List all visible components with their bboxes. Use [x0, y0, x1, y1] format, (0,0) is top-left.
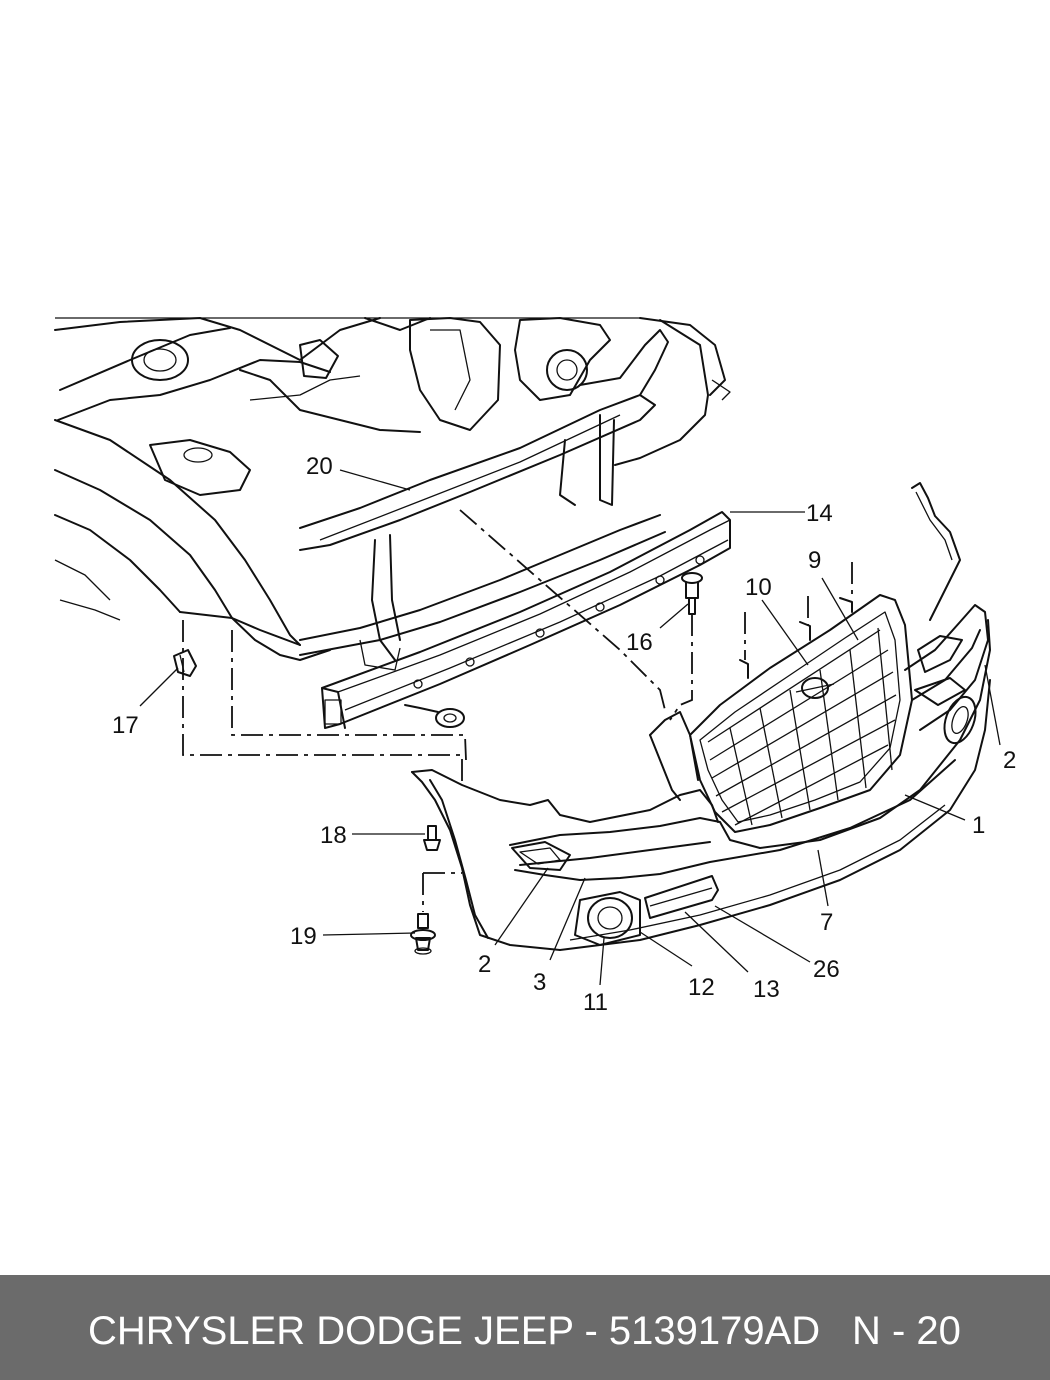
- assembly-lines: [182, 509, 853, 912]
- callout-19: 19: [290, 923, 317, 950]
- fasteners: [173, 572, 703, 955]
- leader-lines: [139, 469, 1001, 986]
- clip-17: [173, 649, 197, 677]
- body-structure: [54, 317, 731, 671]
- callout-20: 20: [306, 453, 333, 480]
- grille: [689, 594, 913, 833]
- callout-1: 1: [972, 812, 985, 839]
- callout-2-left: 2: [478, 951, 491, 978]
- push-pin-16: [681, 572, 703, 615]
- screw-18: [423, 825, 441, 851]
- callout-labels: 20 14 9 10 16 17 2 1 18 7 19 2 26 3 12 1…: [112, 453, 1016, 1016]
- page-reference: N - 20: [852, 1309, 961, 1353]
- callout-3: 3: [533, 969, 546, 996]
- callout-2-right: 2: [1003, 747, 1016, 774]
- part-number-caption: CHRYSLER DODGE JEEP - 5139179AD: [88, 1309, 821, 1353]
- callout-13: 13: [753, 976, 780, 1003]
- footer-bar: CHRYSLER DODGE JEEP - 5139179AD N - 20: [0, 1275, 1050, 1380]
- callout-18: 18: [320, 822, 347, 849]
- callout-17: 17: [112, 712, 139, 739]
- callout-26: 26: [813, 956, 840, 983]
- parts-diagram: 20 14 9 10 16 17 2 1 18 7 19 2 26 3 12 1…: [54, 317, 1016, 1016]
- callout-14: 14: [806, 500, 833, 527]
- callout-12: 12: [688, 974, 715, 1001]
- reinforcement-beam: [321, 511, 731, 729]
- callout-11: 11: [583, 989, 608, 1016]
- callout-7: 7: [820, 909, 833, 936]
- callout-9: 9: [808, 547, 821, 574]
- callout-10: 10: [745, 574, 772, 601]
- front-fascia: [411, 482, 991, 951]
- callout-16: 16: [626, 629, 653, 656]
- bolt-19: [410, 913, 436, 955]
